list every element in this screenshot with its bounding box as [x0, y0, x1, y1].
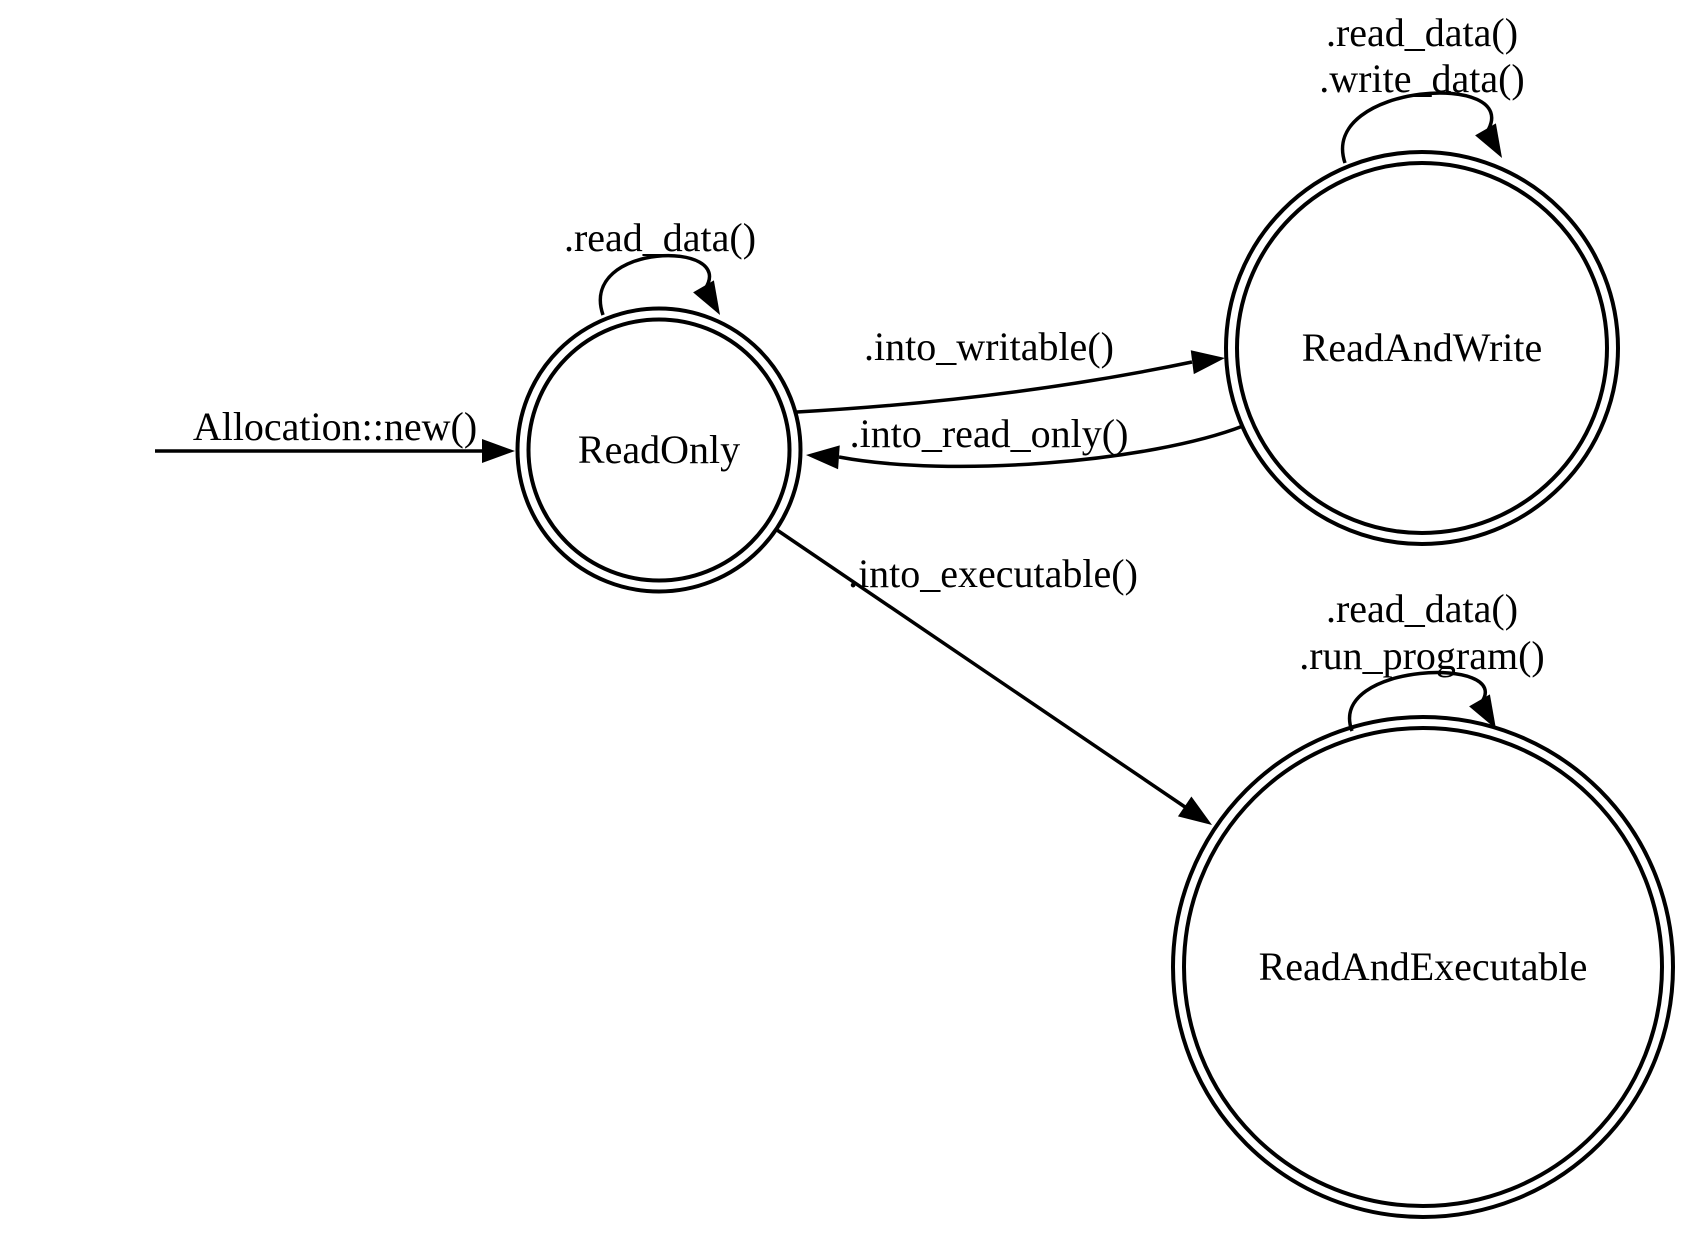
state-readandexecutable: ReadAndExecutable .read_data() .run_prog… [1171, 586, 1675, 1219]
arrowhead-icon [1475, 123, 1502, 158]
state-readonly-inner-circle [526, 317, 792, 583]
initial-transition-label: Allocation::new() [193, 404, 477, 449]
state-readandexecutable-outer-circle [1171, 715, 1675, 1219]
state-readandwrite-self-loop [1340, 91, 1494, 164]
state-readandexecutable-self-loop [1347, 670, 1487, 732]
arrowhead-icon [1469, 694, 1496, 729]
state-readandexecutable-label: ReadAndExecutable [1259, 944, 1588, 989]
transition-into-read-only: .into_read_only() [806, 411, 1244, 470]
state-readandwrite-label: ReadAndWrite [1302, 325, 1543, 370]
transition-into-read-only-label: .into_read_only() [850, 411, 1129, 456]
state-readandwrite-outer-circle [1224, 150, 1620, 546]
state-readandwrite-inner-circle [1235, 161, 1609, 535]
initial-transition: Allocation::new() [155, 404, 515, 463]
arrowhead-icon [482, 439, 515, 463]
state-readandexecutable-self-loop-label-2: .run_program() [1299, 633, 1544, 678]
arrowhead-icon [1177, 796, 1212, 825]
state-readonly-self-loop [598, 253, 712, 316]
state-readandwrite: ReadAndWrite .read_data() .write_data() [1224, 10, 1620, 546]
state-readandwrite-self-loop-label-1: .read_data() [1326, 10, 1518, 55]
state-readonly-self-loop-label: .read_data() [564, 215, 756, 260]
transition-into-writable: .into_writable() [796, 324, 1225, 414]
transition-into-executable: .into_executable() [776, 528, 1212, 825]
state-readonly-outer-circle [515, 306, 803, 594]
transition-into-executable-label: .into_executable() [848, 551, 1138, 596]
arrowhead-icon [806, 445, 840, 470]
transition-into-executable-path [776, 528, 1186, 809]
arrowhead-icon [693, 280, 720, 315]
transition-into-writable-label: .into_writable() [864, 324, 1114, 369]
arrowhead-icon [1190, 350, 1225, 375]
state-readandexecutable-inner-circle [1182, 726, 1664, 1208]
transition-into-writable-path [796, 360, 1193, 414]
state-readandexecutable-self-loop-label-1: .read_data() [1326, 586, 1518, 631]
state-readandwrite-self-loop-label-2: .write_data() [1319, 56, 1524, 101]
transition-into-read-only-path [838, 424, 1244, 469]
state-readonly: ReadOnly .read_data() [515, 215, 803, 594]
state-readonly-label: ReadOnly [578, 427, 740, 472]
